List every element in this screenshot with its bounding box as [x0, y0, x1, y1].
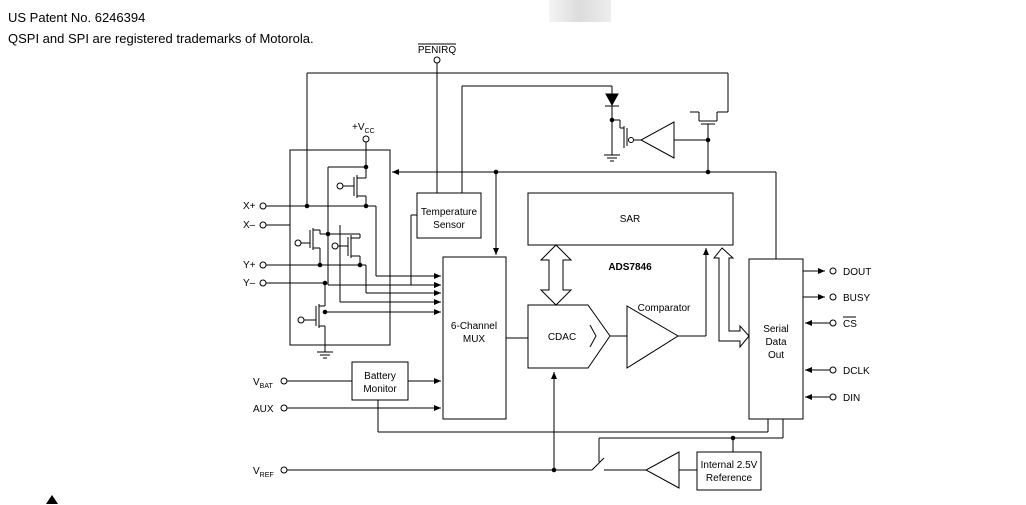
comparator [626, 305, 679, 369]
vbat-pin [280, 377, 288, 385]
dclk-pin [829, 366, 837, 374]
switch-matrix-box [289, 149, 391, 346]
cs-pin [829, 319, 837, 327]
internal-reference-block [696, 451, 762, 491]
vref-pin [280, 466, 288, 474]
cdac-label: CDAC [548, 332, 576, 343]
busy-pin [829, 293, 837, 301]
reference-label-2: Reference [706, 473, 753, 484]
patent-text: US Patent No. 6246394 [8, 10, 146, 25]
serial-data-out-block [748, 258, 804, 420]
mux-label-1: 6-Channel [451, 321, 497, 332]
cs-label: CS [843, 319, 857, 330]
y-plus-label: Y+ [243, 260, 256, 271]
blurred-area [549, 0, 611, 22]
battery-label-2: Monitor [363, 384, 397, 395]
aux-label: AUX [253, 404, 274, 415]
penirq-label: PENIRQ [418, 45, 457, 56]
dout-pin [829, 267, 837, 275]
temp-sensor-label-1: Temperature [421, 207, 478, 218]
temp-sensor-label-2: Sensor [433, 220, 465, 231]
aux-pin [280, 404, 288, 412]
comparator-label: Comparator [638, 303, 691, 314]
penirq-pin [433, 56, 441, 64]
x-minus-label: X– [243, 220, 256, 231]
x-plus-pin [259, 202, 267, 210]
sar-serial-bus [712, 247, 750, 349]
dclk-label: DCLK [843, 366, 870, 377]
x-plus-label: X+ [243, 201, 256, 212]
x-minus-pin [259, 221, 267, 229]
penirq-buffer [639, 121, 675, 159]
trademark-text: QSPI and SPI are registered trademarks o… [8, 31, 314, 46]
serial-label-3: Out [768, 350, 784, 361]
sar-label: SAR [620, 214, 641, 225]
din-label: DIN [843, 393, 860, 404]
vref-label: VREF [253, 466, 274, 479]
reference-buffer [644, 451, 680, 489]
din-pin [829, 393, 837, 401]
battery-label-1: Battery [364, 371, 396, 382]
dout-label: DOUT [843, 267, 871, 278]
serial-label-2: Data [765, 337, 787, 348]
battery-monitor-block [351, 361, 409, 401]
sar-block [527, 192, 734, 246]
vbat-label: VBAT [253, 377, 273, 390]
scroll-up-icon[interactable] [46, 495, 58, 504]
serial-label-1: Serial [763, 324, 789, 335]
chip-name: ADS7846 [608, 262, 652, 273]
vcc-pin [362, 135, 370, 143]
cdac-block [527, 304, 611, 369]
sar-cdac-bus [539, 244, 573, 306]
reference-label-1: Internal 2.5V [701, 460, 758, 471]
y-minus-label: Y– [243, 278, 256, 289]
y-minus-pin [259, 279, 267, 287]
y-plus-pin [259, 261, 267, 269]
mux-label-2: MUX [463, 334, 486, 345]
busy-label: BUSY [843, 293, 871, 304]
vcc-label: +VCC [352, 122, 375, 135]
